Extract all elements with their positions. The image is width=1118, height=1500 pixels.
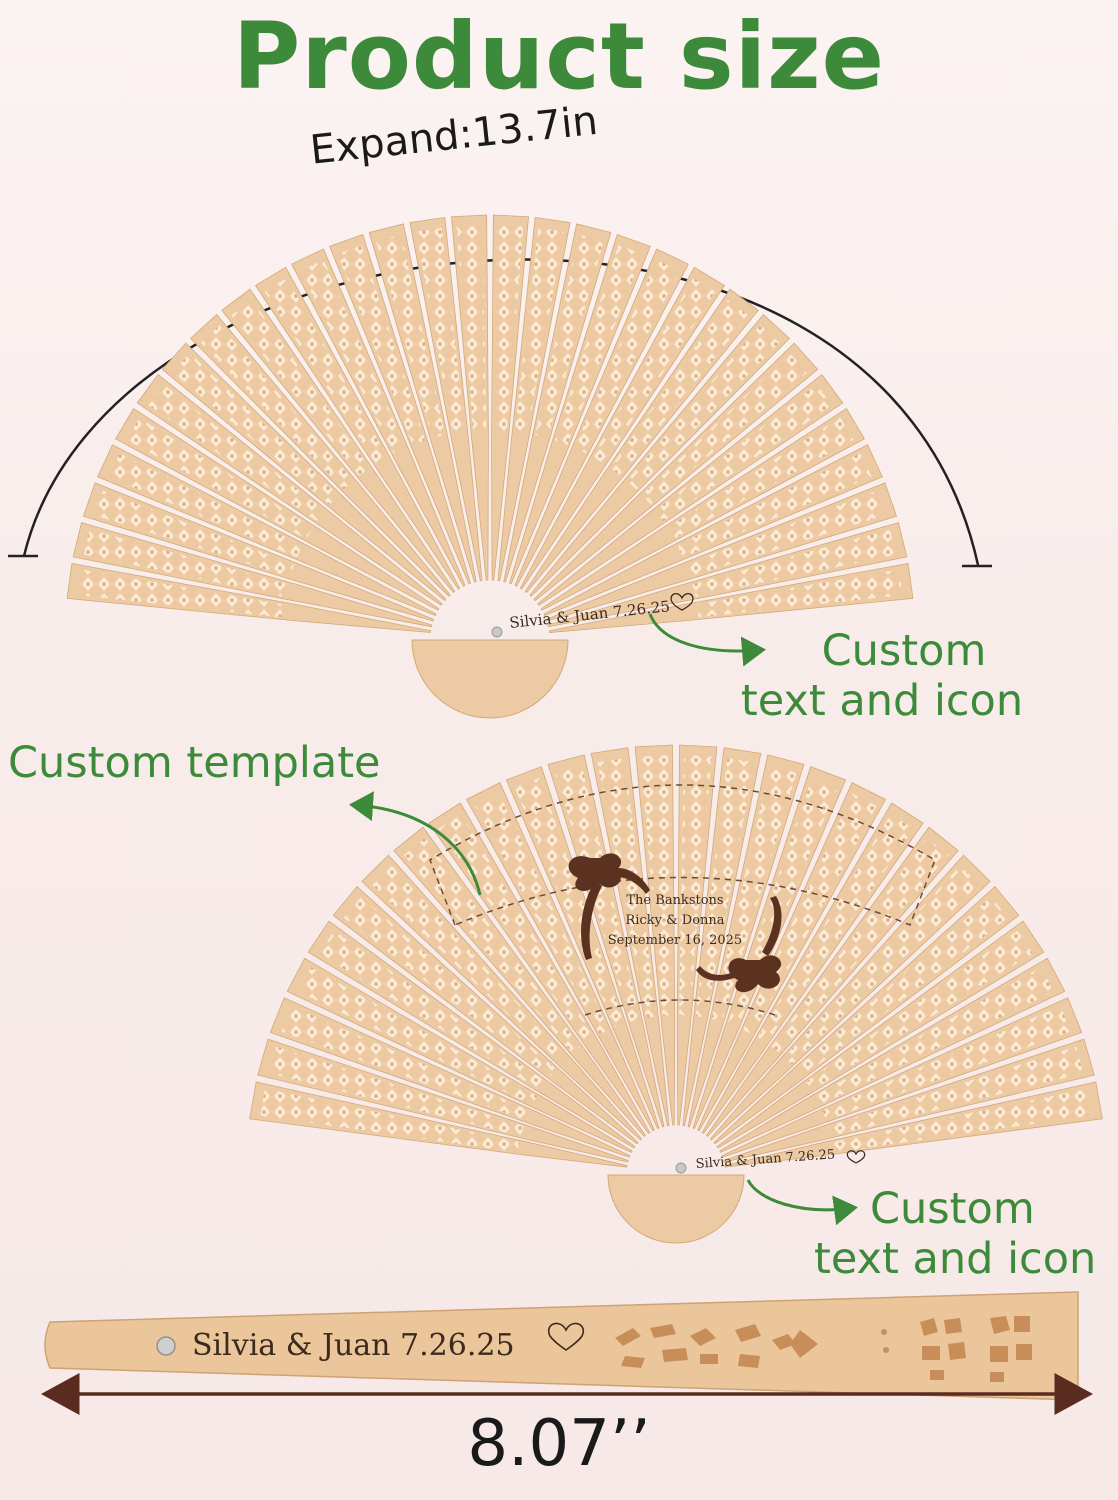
fan-rib bbox=[409, 216, 483, 582]
fan-lattice bbox=[574, 259, 680, 454]
fan-lattice bbox=[108, 453, 303, 558]
fan-lattice bbox=[784, 865, 980, 1065]
fan-lattice bbox=[640, 755, 673, 1016]
template-line-1: The Bankstons bbox=[626, 893, 723, 908]
length-label: 8.07’’ bbox=[467, 1407, 651, 1481]
heart-icon bbox=[670, 593, 694, 611]
fan-lattice bbox=[268, 1046, 524, 1137]
fan-lattice bbox=[493, 225, 524, 431]
fan-lattice bbox=[592, 278, 716, 464]
fan-lattice bbox=[319, 930, 546, 1091]
fan-hub bbox=[411, 639, 569, 719]
fan-lattice bbox=[403, 838, 581, 1054]
fan-lattice bbox=[231, 299, 370, 476]
fan-rib bbox=[590, 747, 670, 1127]
fan-lattice bbox=[822, 1006, 1071, 1121]
fan-lattice bbox=[757, 813, 914, 1044]
fan-lattice bbox=[696, 569, 903, 618]
fan-rib bbox=[548, 562, 914, 633]
fan-lattice bbox=[828, 1046, 1084, 1137]
callout-custom-template: Custom template bbox=[8, 738, 381, 788]
stick-handle-text: Silvia & Juan 7.26.25 bbox=[192, 1328, 515, 1363]
fan-lattice bbox=[94, 490, 295, 577]
fan-lattice bbox=[126, 417, 313, 539]
fan-lattice bbox=[815, 967, 1054, 1106]
callout-line-1: Custom bbox=[821, 626, 987, 676]
fan-2 bbox=[249, 744, 1103, 1244]
fan-lattice bbox=[711, 765, 797, 1022]
template-outline bbox=[429, 784, 936, 926]
fan-lattice bbox=[655, 384, 833, 522]
fan-lattice bbox=[795, 896, 1009, 1078]
fan-lattice bbox=[832, 1088, 1092, 1153]
fan-lattice bbox=[343, 896, 557, 1078]
fan-lattice bbox=[264, 278, 388, 464]
fan-lattice bbox=[692, 529, 897, 597]
arrow-custom-text-1 bbox=[648, 613, 766, 667]
fan-lattice bbox=[438, 813, 595, 1044]
fan-rib bbox=[66, 562, 432, 633]
fan-lattice bbox=[300, 259, 406, 454]
callout-custom-text-icon-1: Custom text and icon bbox=[741, 626, 1042, 726]
fan-lattice bbox=[416, 227, 466, 434]
fan-lattice bbox=[677, 453, 872, 558]
fan-lattice bbox=[514, 227, 564, 434]
fan-lattice bbox=[281, 1006, 530, 1121]
fan-lattice bbox=[514, 777, 625, 1028]
fan-lattice bbox=[679, 755, 712, 1016]
fan-lattice bbox=[685, 490, 886, 577]
fan-lattice bbox=[77, 569, 284, 618]
fan-lattice bbox=[641, 353, 808, 505]
fan-lattice bbox=[610, 299, 749, 476]
fan-lattice bbox=[626, 325, 780, 490]
template-line-3: September 16, 2025 bbox=[608, 933, 742, 948]
fan-rib bbox=[249, 1081, 628, 1168]
fan-lattice bbox=[337, 245, 426, 445]
fan-rib bbox=[724, 1081, 1103, 1168]
callout-custom-text-icon-2: Custom text and icon bbox=[814, 1184, 1114, 1284]
stick-cutout-pattern bbox=[615, 1316, 1032, 1382]
ribbon-bottom-right bbox=[696, 896, 782, 993]
page-title: Product size bbox=[232, 3, 886, 110]
fan-lattice bbox=[372, 865, 568, 1065]
fan-rib bbox=[497, 216, 571, 582]
fan-lattice bbox=[597, 758, 657, 1018]
template-line-2: Ricky & Donna bbox=[625, 913, 724, 928]
arrow-custom-template bbox=[349, 791, 482, 896]
fan-lattice bbox=[260, 1088, 520, 1153]
fan-lattice bbox=[534, 234, 604, 439]
callout-line-2: text and icon bbox=[814, 1234, 1097, 1284]
heart-icon bbox=[846, 1150, 866, 1164]
fan-lattice bbox=[695, 758, 755, 1018]
heart-icon bbox=[547, 1322, 585, 1351]
fan-lattice bbox=[554, 245, 643, 445]
fan-1 bbox=[66, 214, 914, 719]
arrow-custom-text-2 bbox=[746, 1179, 858, 1226]
fan-hub bbox=[607, 1174, 745, 1244]
fan-lattice bbox=[147, 384, 325, 522]
fan-lattice bbox=[475, 793, 609, 1035]
fan-lattice bbox=[667, 417, 854, 539]
fan-lattice bbox=[298, 967, 537, 1106]
fan-lattice bbox=[456, 225, 487, 431]
ribbon-top-left bbox=[568, 853, 650, 960]
fan-lattice bbox=[376, 234, 446, 439]
fan-rib bbox=[682, 747, 762, 1127]
fan-lattice bbox=[83, 529, 288, 597]
fan-lattice bbox=[771, 838, 949, 1054]
callout-line-1: Custom bbox=[870, 1184, 1035, 1234]
fan-lattice bbox=[806, 930, 1033, 1091]
fan-lattice bbox=[200, 325, 354, 490]
fan-lattice bbox=[172, 353, 339, 505]
single-stick: Silvia & Juan 7.26.25 bbox=[44, 1291, 1079, 1401]
callout-line-2: text and icon bbox=[740, 676, 1024, 726]
